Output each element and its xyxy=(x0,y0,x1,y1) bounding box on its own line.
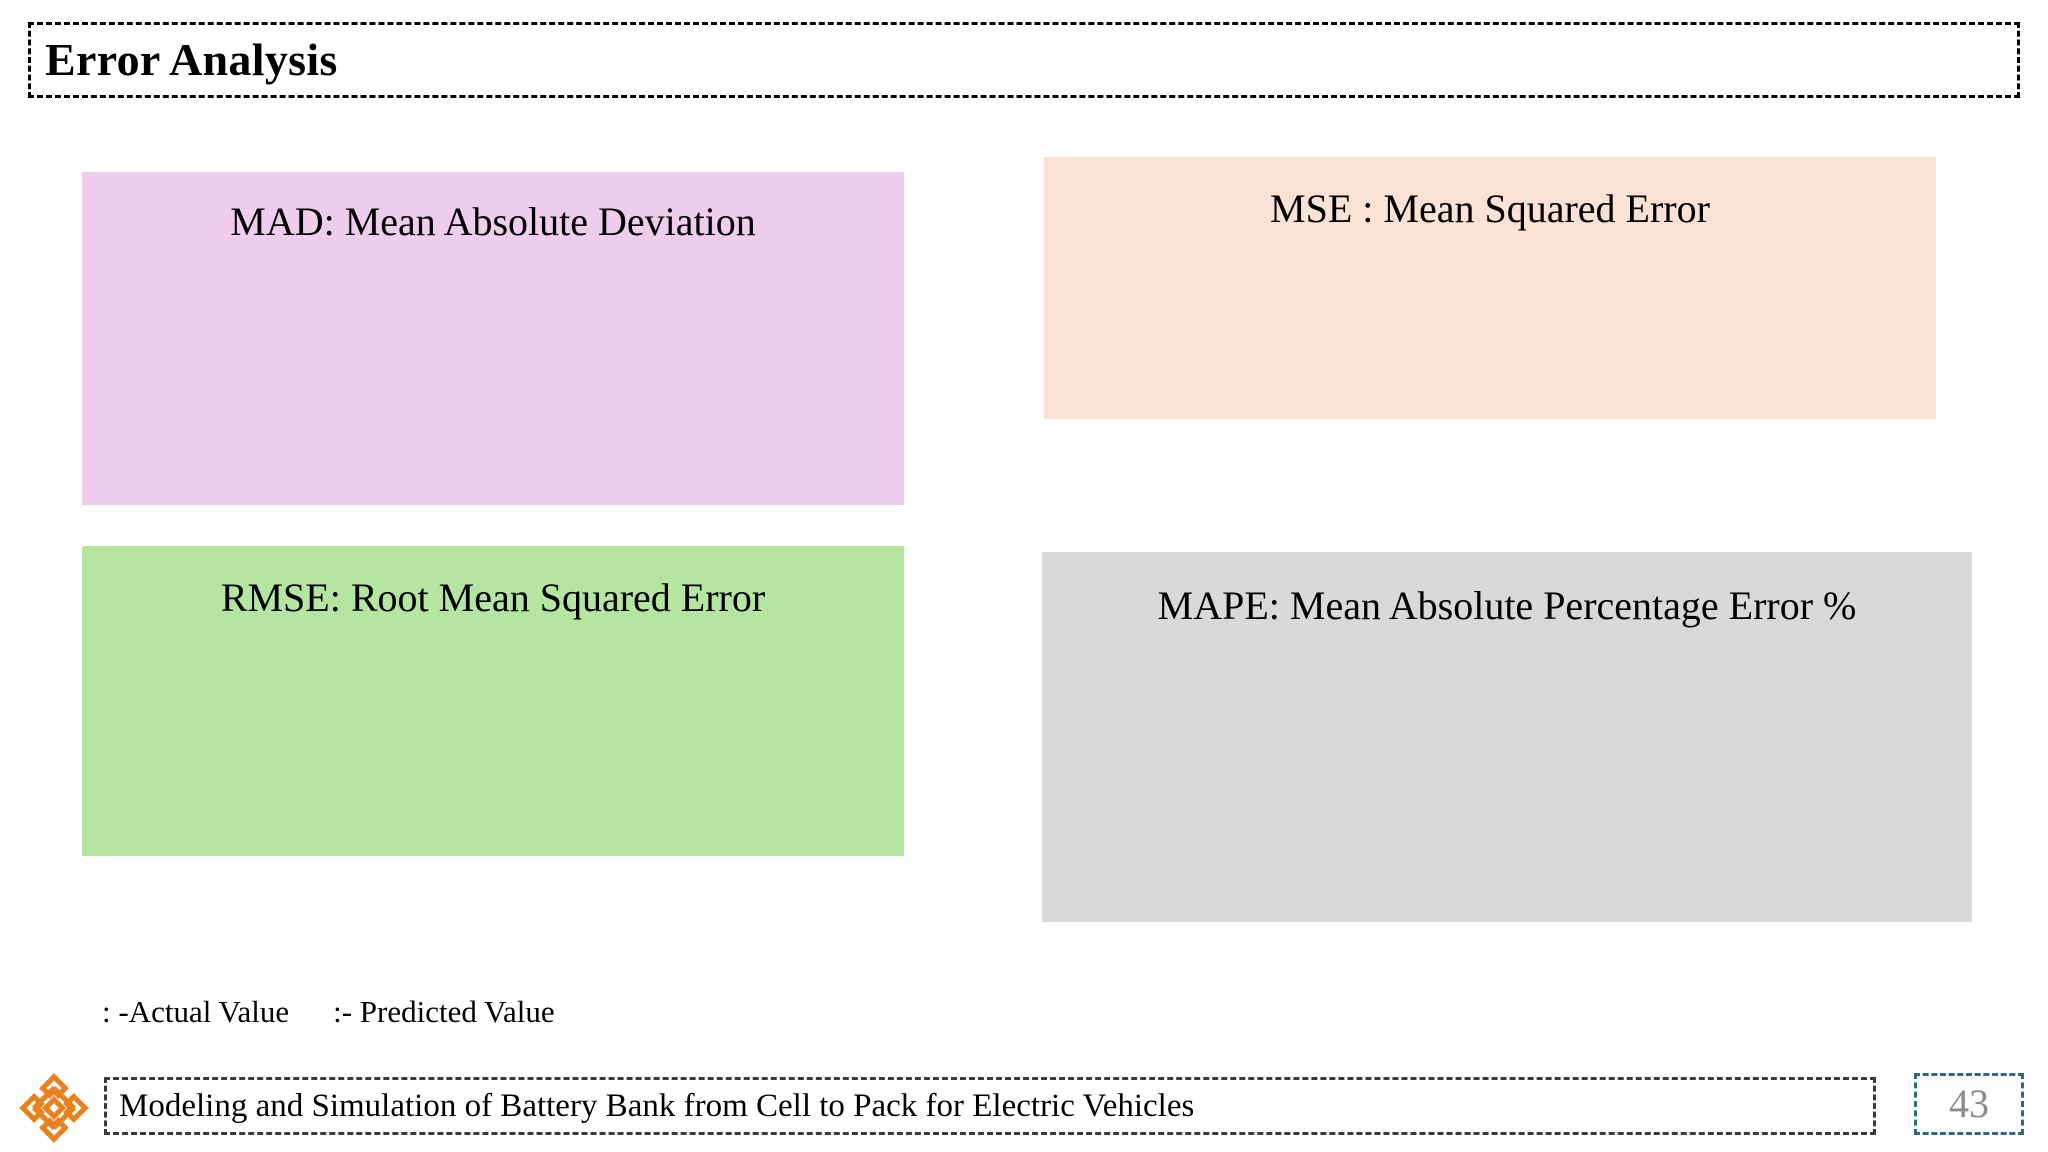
footer-placeholder[interactable]: Modeling and Simulation of Battery Bank … xyxy=(104,1077,1876,1135)
endless-knot-logo-icon xyxy=(18,1072,90,1144)
metric-label-mape: MAPE: Mean Absolute Percentage Error % xyxy=(1157,583,1857,628)
page-number: 43 xyxy=(1949,1081,1989,1126)
footer-title: Modeling and Simulation of Battery Bank … xyxy=(119,1087,1195,1124)
page-number-placeholder[interactable]: 43 xyxy=(1914,1073,2024,1135)
title-placeholder[interactable]: Error Analysis xyxy=(28,22,2020,98)
page-title: Error Analysis xyxy=(45,34,338,85)
legend: : -Actual Value :- Predicted Value xyxy=(102,996,555,1027)
legend-actual-value: : -Actual Value xyxy=(102,994,290,1029)
metric-label-rmse: RMSE: Root Mean Squared Error xyxy=(220,575,766,620)
metric-label-mad: MAD: Mean Absolute Deviation xyxy=(230,199,756,244)
metric-label-mse: MSE : Mean Squared Error xyxy=(1270,186,1710,231)
metric-box-mad[interactable]: MAD: Mean Absolute Deviation xyxy=(82,172,904,505)
metric-box-rmse[interactable]: RMSE: Root Mean Squared Error xyxy=(82,546,904,856)
metric-box-mse[interactable]: MSE : Mean Squared Error xyxy=(1044,157,1936,419)
metric-box-mape[interactable]: MAPE: Mean Absolute Percentage Error % xyxy=(1042,552,1972,922)
legend-predicted-value: :- Predicted Value xyxy=(333,994,555,1029)
